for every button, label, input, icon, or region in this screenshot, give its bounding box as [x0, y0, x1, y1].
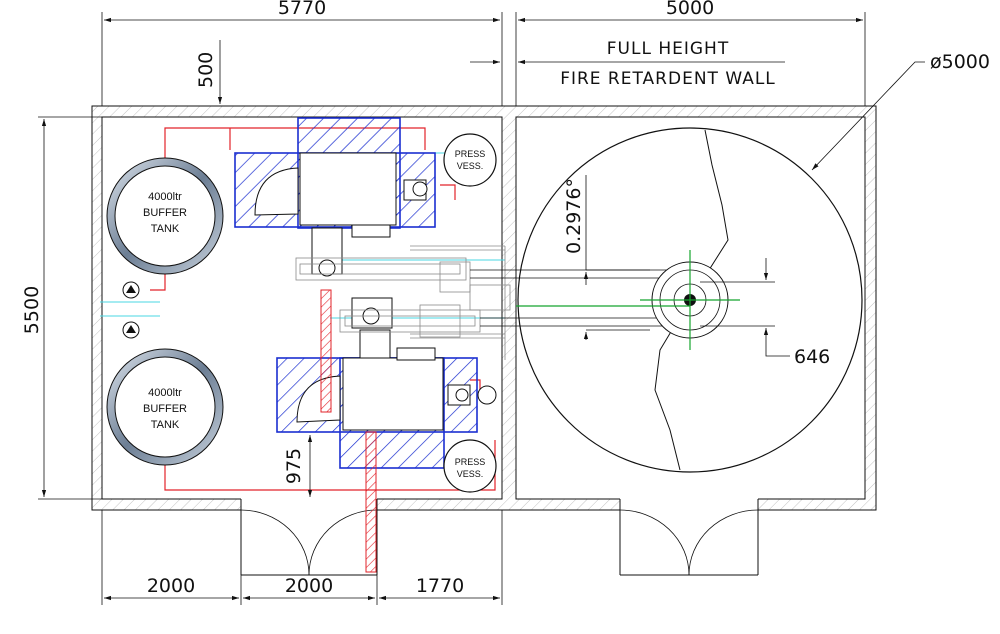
dim-top-left: 5770 — [278, 0, 326, 19]
pv-lower-line1: PRESS — [455, 457, 486, 467]
dimensions — [38, 12, 925, 605]
dim-offset-top: 500 — [195, 52, 217, 88]
dim-angle: 0.2976° — [563, 178, 585, 254]
pv-lower-line2: VESS. — [457, 469, 484, 479]
tank-upper-word: TANK — [151, 223, 180, 235]
dim-bottom-2: 2000 — [285, 575, 333, 597]
tank-upper-type: BUFFER — [143, 207, 187, 219]
fuel-store-silo — [516, 127, 863, 473]
boiler-lower — [276, 347, 497, 469]
wall-note-line1: FULL HEIGHT — [607, 39, 729, 59]
wall-note: FULL HEIGHT FIRE RETARDENT WALL — [560, 39, 776, 89]
dim-bottom-1: 2000 — [147, 575, 195, 597]
dim-top-right: 5000 — [666, 0, 714, 19]
buffer-tank-lower: 4000ltr BUFFER TANK — [106, 348, 224, 466]
door-left — [240, 509, 378, 576]
dimension-labels: 5770 5000 500 5500 2000 2000 1770 975 ø5… — [21, 0, 990, 597]
dim-bottom-3: 1770 — [416, 575, 464, 597]
augers — [295, 227, 680, 360]
dim-shaft: 646 — [794, 346, 830, 368]
dim-height-left: 5500 — [21, 286, 43, 334]
pressure-vessel-upper: PRESS VESS. — [443, 133, 497, 187]
pv-upper-line2: VESS. — [457, 161, 484, 171]
flues — [320, 289, 377, 573]
buffer-tank-upper: 4000ltr BUFFER TANK — [106, 157, 224, 275]
pv-upper-line1: PRESS — [455, 149, 486, 159]
door-right — [619, 509, 759, 576]
dim-diameter: ø5000 — [930, 51, 990, 73]
tank-lower-type: BUFFER — [143, 403, 187, 415]
tank-upper-capacity: 4000ltr — [148, 191, 182, 203]
dim-lower-gap: 975 — [283, 448, 305, 484]
pumps — [122, 281, 140, 339]
boiler-upper — [234, 117, 436, 238]
wall-note-line2: FIRE RETARDENT WALL — [560, 69, 776, 89]
pressure-vessel-lower: PRESS VESS. — [443, 439, 497, 493]
tank-lower-word: TANK — [151, 419, 180, 431]
tank-lower-capacity: 4000ltr — [148, 387, 182, 399]
